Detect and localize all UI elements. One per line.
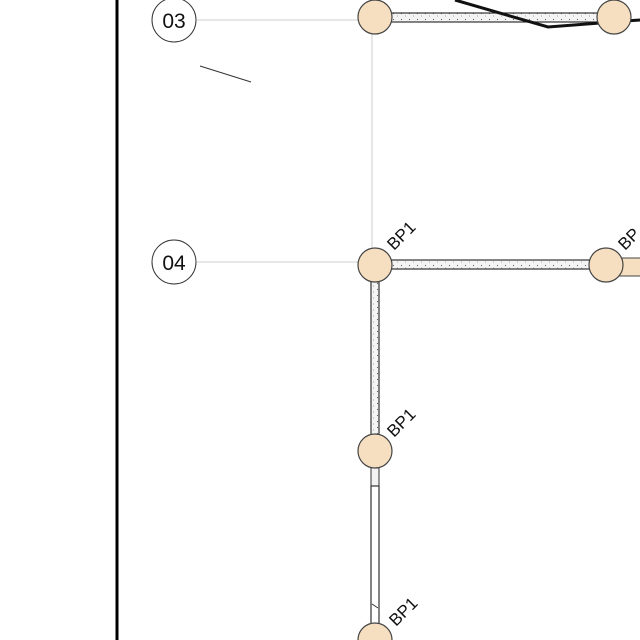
column-tag-04-a: BP1: [383, 218, 419, 254]
wall-top[interactable]: [374, 12, 616, 23]
annotation-leader-line: [199, 65, 252, 83]
wall-vertical-upper[interactable]: [370, 264, 380, 453]
grid-bubble-04-label: 04: [162, 252, 186, 275]
grid-bubble-03[interactable]: 03: [151, 0, 197, 43]
column-04-a[interactable]: [357, 247, 393, 283]
column-03-a[interactable]: [357, 0, 393, 35]
grid-bubble-04[interactable]: 04: [151, 239, 197, 285]
wall-row-04[interactable]: [374, 259, 608, 270]
column-04-b[interactable]: [588, 247, 624, 283]
column-bottom[interactable]: [357, 622, 393, 640]
wall-break-mark: [371, 603, 379, 609]
column-03-b[interactable]: [596, 0, 632, 35]
grid-bubble-03-label: 03: [162, 10, 185, 33]
wall-vertical-lower[interactable]: [370, 485, 380, 640]
column-tag-04-b: BP: [614, 224, 640, 253]
column-tag-mid: BP1: [383, 405, 419, 441]
wall-vertical-joint: [370, 465, 380, 487]
column-mid[interactable]: [357, 433, 393, 469]
column-tag-bottom: BP1: [385, 594, 421, 630]
